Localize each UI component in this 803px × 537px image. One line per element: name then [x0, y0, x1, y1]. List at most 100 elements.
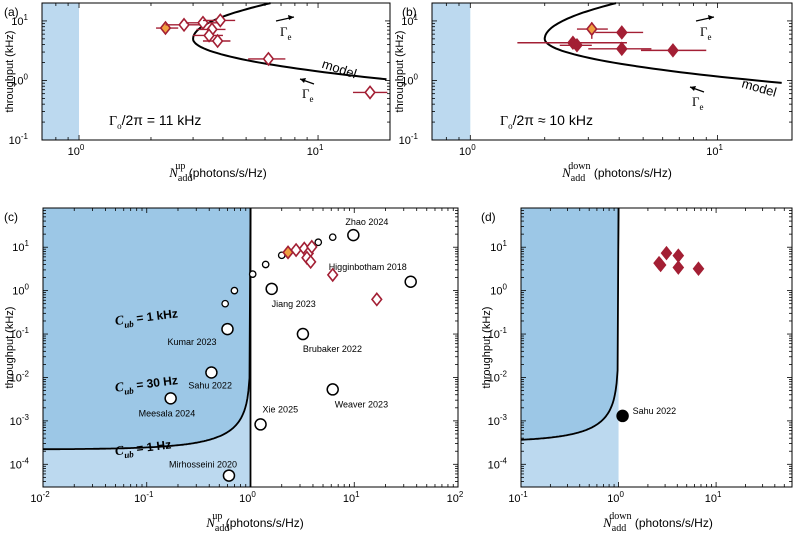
bound-label: Cub = 1 Hz: [114, 436, 172, 461]
x-tick-label-part: -2: [43, 490, 51, 499]
y-tick-label-part: 10: [11, 75, 23, 87]
gamma-e-label: Γe: [302, 86, 314, 104]
reference-point: [347, 228, 360, 242]
data-point: [364, 85, 376, 100]
y-tick-label-part: 1: [24, 13, 29, 22]
x-tick-label-part: 10: [68, 146, 80, 158]
data-point: [305, 239, 318, 255]
data-point: [178, 17, 190, 33]
y-tick-label-part: -3: [22, 413, 30, 422]
panel-label: (a): [4, 5, 19, 19]
reference-label: Brubaker 2022: [303, 344, 362, 354]
y-tick-label-part: 10: [488, 372, 500, 384]
y-tick-label: 10-4: [488, 456, 508, 471]
x-tick-label-part: 1: [319, 143, 324, 152]
reference-label-part: Meesala 2024: [139, 408, 196, 418]
y-tick-label-part: 1: [414, 13, 419, 22]
reference-label: Kumar 2023: [167, 337, 216, 347]
arrow-forward-head: [288, 15, 294, 20]
x-axis-label-part: (photons/s/Hz): [631, 516, 712, 530]
gamma-e-label-part: e: [700, 102, 704, 112]
y-tick-label: 101: [11, 13, 28, 28]
plot-frame: [41, 2, 391, 141]
bound-label-part: = 1 Hz: [132, 437, 172, 456]
x-tick-label: 10-1: [134, 490, 154, 505]
data-point: [615, 41, 628, 57]
x-tick-label-part: 0: [619, 490, 624, 499]
y-tick-label-part: 10: [401, 75, 413, 87]
reference-point: [404, 275, 417, 289]
rate-annotation: Γo/2π = 11 kHz: [109, 112, 201, 131]
data-point: [667, 43, 679, 58]
rate-annotation: Γo/2π ≈ 10 kHz: [500, 112, 593, 131]
y-tick-label-part: 10: [10, 329, 22, 341]
x-axis-label-part: (photons/s/Hz): [222, 516, 303, 530]
data-point: [672, 248, 685, 263]
rate-annotation-part: Γ: [500, 114, 508, 129]
y-tick-label-part: -1: [411, 132, 419, 141]
y-tick-label-part: 10: [488, 416, 500, 428]
x-axis-label-part: down: [609, 511, 631, 522]
data-point: [615, 25, 628, 40]
panel-label-part: (d): [481, 210, 496, 224]
gamma-e-label: Γe: [692, 94, 704, 112]
y-tick-label-part: 10: [401, 16, 413, 28]
reference-point: [265, 282, 278, 296]
y-tick-label-part: 10: [399, 135, 411, 147]
x-tick-label: 101: [343, 490, 360, 505]
x-tick-label-part: 10: [134, 493, 146, 505]
model-label-part: model: [320, 56, 358, 81]
y-tick-label-part: 10: [488, 329, 500, 341]
x-tick-label-part: 10: [447, 493, 459, 505]
y-axis-label-part: throughput (kHz): [4, 31, 16, 113]
arrow-forward-head: [708, 15, 714, 20]
x-axis-label-part: N: [602, 515, 613, 530]
x-tick-label: 100: [239, 490, 256, 505]
model-label: model: [740, 76, 778, 100]
y-tick-label-part: -1: [500, 326, 508, 335]
y-tick-label: 10-3: [488, 413, 508, 428]
x-axis-label-part: add: [612, 523, 626, 534]
y-tick-label-part: -2: [22, 369, 30, 378]
x-axis-label-part: add: [571, 173, 585, 184]
x-tick-label-part: 1: [717, 490, 722, 499]
bound-label-part: = 30 Hz: [132, 373, 178, 392]
bound-label-part: ub: [124, 319, 135, 330]
data-point: [211, 33, 224, 49]
gamma-e-label-part: e: [310, 94, 314, 104]
bound-label: Cub = 1 kHz: [114, 305, 179, 331]
panel-label-part: (c): [4, 210, 18, 224]
model-label: model: [320, 56, 358, 81]
gamma-e-label: Γe: [280, 24, 292, 42]
reference-label-part: Weaver 2023: [335, 399, 388, 409]
data-point: [692, 261, 705, 276]
reference-label: Sahu 2022: [188, 381, 232, 391]
reference-label-part: Higginbotham 2018: [329, 262, 407, 272]
x-axis-label-part: N: [168, 165, 179, 180]
bound-label-part: C: [114, 442, 125, 458]
x-tick-label-part: 1: [355, 490, 360, 499]
y-tick-label: 10-2: [488, 369, 508, 384]
y-axis-label-part: throughput (kHz): [394, 31, 406, 113]
x-tick-label: 100: [68, 143, 85, 158]
y-tick-label-part: 0: [503, 283, 508, 292]
rate-annotation-part: /2π = 11 kHz: [122, 112, 202, 128]
y-axis-label: throughput (kHz): [4, 31, 16, 113]
x-tick-label-part: 1: [718, 143, 723, 152]
y-tick-label: 10-1: [488, 326, 508, 341]
bound-label-part: ub: [124, 449, 135, 460]
y-tick-label-part: 10: [488, 459, 500, 471]
y-tick-label: 10-2: [10, 369, 30, 384]
y-tick-label-part: -1: [22, 326, 30, 335]
reference-point: [222, 469, 236, 482]
x-tick-label-part: -1: [521, 490, 529, 499]
y-axis-label: throughput (kHz): [394, 31, 406, 113]
model-curve: [192, 2, 387, 81]
y-tick-label-part: 10: [12, 286, 24, 298]
reference-label: Higginbotham 2018: [329, 262, 407, 272]
reference-label: Jiang 2023: [272, 299, 316, 309]
